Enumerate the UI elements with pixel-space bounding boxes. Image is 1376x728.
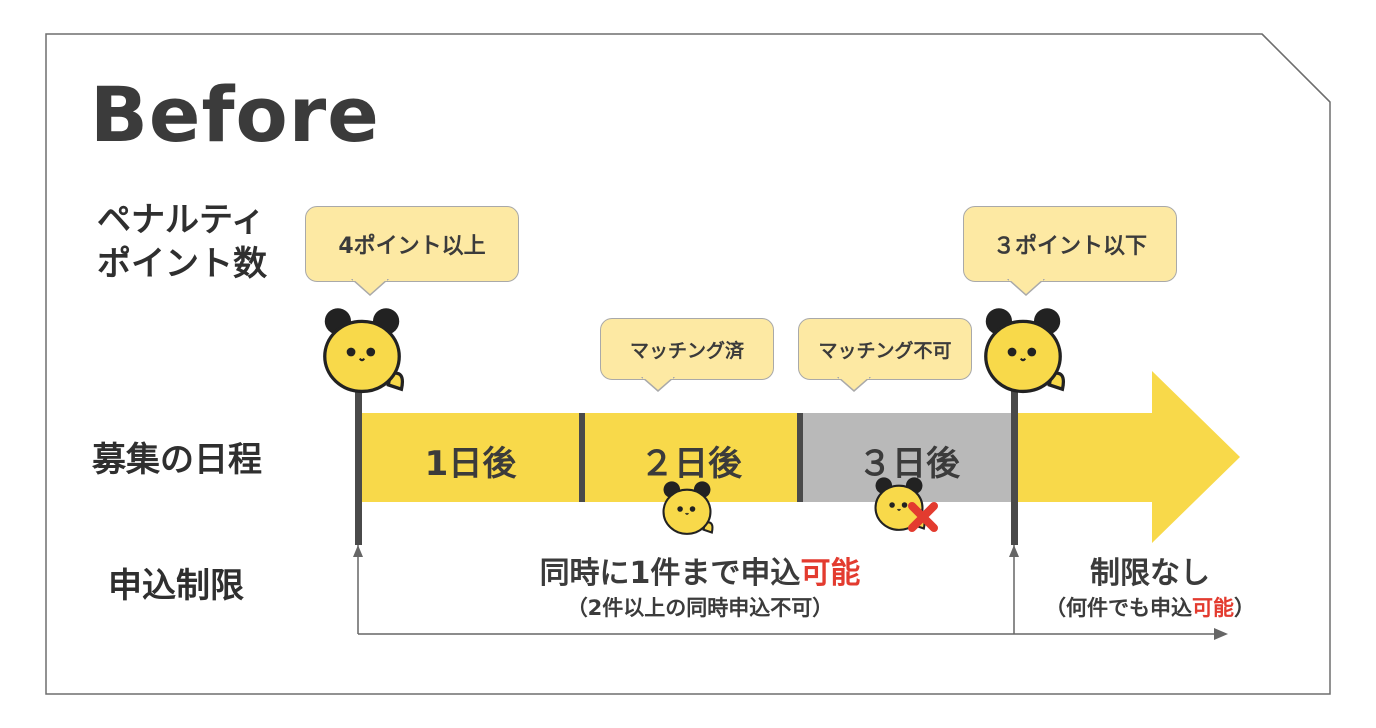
segment-divider-1 <box>579 413 585 502</box>
limit-axis-left-arrowhead <box>353 545 363 557</box>
row-label-schedule: 募集の日程 <box>92 440 262 480</box>
row-label-penalty-line1: ペナルティ <box>97 200 265 240</box>
limit-right-sub-suffix: ） <box>1234 596 1255 620</box>
limit-left-sub: （2件以上の同時申込不可） <box>566 596 834 620</box>
page-title: Before <box>90 70 380 159</box>
callout-matched-tail <box>640 377 676 392</box>
limit-left-main: 同時に1件まで申込可能 <box>470 548 930 592</box>
limit-axis-bottom-arrowhead <box>1214 628 1228 640</box>
marker-left <box>355 370 362 545</box>
row-label-penalty-line2: ポイント数 <box>97 244 267 284</box>
callout-unmatched-tail <box>836 377 872 392</box>
callout-right-tail <box>1006 279 1046 297</box>
limit-right-sub: （何件でも申込可能） <box>1020 592 1280 622</box>
cross-icon <box>908 502 938 532</box>
limit-right-sub-prefix: （何件でも申込 <box>1045 596 1192 620</box>
limit-right-main: 制限なし <box>1090 556 1210 591</box>
row-label-limit: 申込制限 <box>108 566 244 606</box>
callout-left: 4ポイント以上 <box>305 206 519 282</box>
mascot-icon <box>323 306 405 394</box>
mascot-icon <box>984 306 1066 394</box>
mascot-icon <box>662 480 714 535</box>
callout-left-tail <box>350 279 390 297</box>
segment-label-day3: ３日後 <box>858 444 960 484</box>
limit-left-main-emph: 可能 <box>800 556 861 591</box>
segment-label-day1: 1日後 <box>424 444 517 484</box>
marker-right <box>1011 370 1018 545</box>
segment-divider-2 <box>797 413 803 502</box>
limit-right-sub-emph: 可能 <box>1192 596 1234 620</box>
limit-axis-right-arrowhead <box>1009 545 1019 557</box>
callout-unmatched: マッチング不可 <box>798 318 972 380</box>
callout-matched: マッチング済 <box>600 318 774 380</box>
limit-left-main-text: 同時に1件まで申込 <box>539 556 801 591</box>
segment-label-day2: ２日後 <box>640 444 742 484</box>
row-label-penalty: ペナルティ ポイント数 <box>97 198 267 286</box>
callout-right: ３ポイント以下 <box>963 206 1177 282</box>
